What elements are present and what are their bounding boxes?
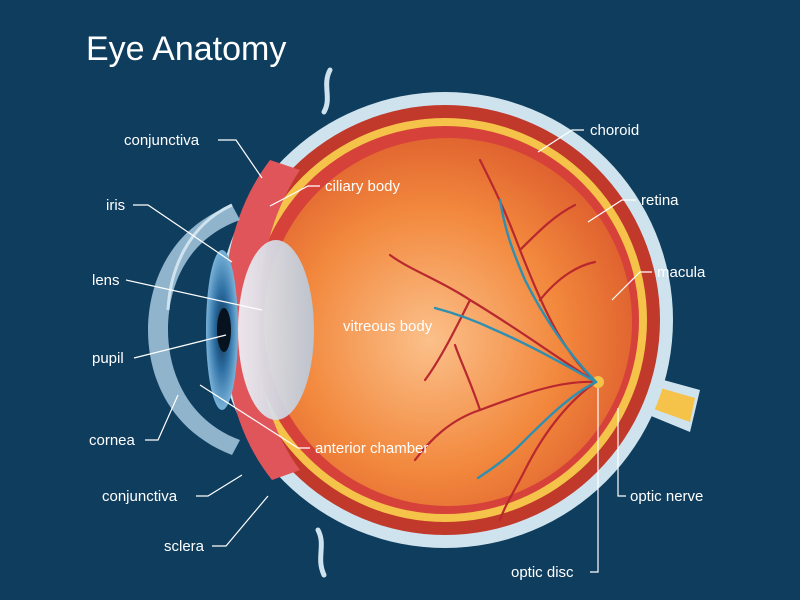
leader-cornea: [145, 394, 179, 441]
leader-conjunctiva-top: [218, 139, 263, 179]
label-conjunctiva-top: conjunctiva: [124, 132, 200, 149]
leader-pupil: [133, 334, 227, 359]
leader-optic-disc: [590, 388, 599, 573]
leader-optic-nerve: [617, 408, 626, 497]
conjunctiva-bottom-fold: [315, 527, 327, 578]
label-choroid: choroid: [590, 122, 639, 139]
label-optic-disc: optic disc: [511, 564, 574, 581]
artery-path: [453, 343, 482, 412]
leader-ciliary-body: [269, 185, 320, 207]
leader-anterior-chamber: [199, 384, 310, 449]
label-anterior-chamber: anterior chamber: [315, 440, 428, 457]
label-iris: iris: [106, 197, 125, 214]
label-sclera: sclera: [164, 538, 205, 555]
leader-sclera: [212, 495, 269, 547]
artery-path: [518, 203, 577, 252]
leader-macula: [611, 271, 652, 301]
vein-path: [498, 198, 598, 384]
label-conjunctiva-bottom: conjunctiva: [102, 488, 178, 505]
label-pupil: pupil: [92, 350, 124, 367]
conjunctiva-top-fold: [321, 67, 333, 115]
label-optic-nerve: optic nerve: [630, 488, 703, 505]
leader-iris: [133, 204, 233, 263]
label-ciliary-body: ciliary body: [325, 178, 401, 195]
vein-path: [476, 380, 598, 480]
leader-conjunctiva-bottom: [196, 474, 243, 497]
cornea-highlight: [166, 203, 233, 311]
label-cornea: cornea: [89, 432, 136, 449]
retinal-veins: [433, 198, 598, 480]
optic-disc: [592, 376, 604, 388]
label-vitreous-body: vitreous body: [343, 318, 433, 335]
artery-path: [388, 253, 598, 384]
leader-lens: [125, 279, 263, 311]
label-retina: retina: [641, 192, 679, 209]
pupil: [217, 308, 231, 352]
cornea: [148, 205, 240, 455]
leader-choroid: [537, 129, 584, 153]
artery-path: [538, 260, 597, 302]
leader-retina: [587, 199, 636, 223]
artery-path: [423, 298, 472, 382]
label-macula: macula: [657, 264, 706, 281]
lens: [238, 240, 314, 420]
vein-path: [433, 306, 598, 384]
diagram-title: Eye Anatomy: [86, 30, 286, 68]
label-lens: lens: [92, 272, 120, 289]
artery-path: [498, 380, 598, 522]
ciliary-body: [223, 160, 300, 480]
